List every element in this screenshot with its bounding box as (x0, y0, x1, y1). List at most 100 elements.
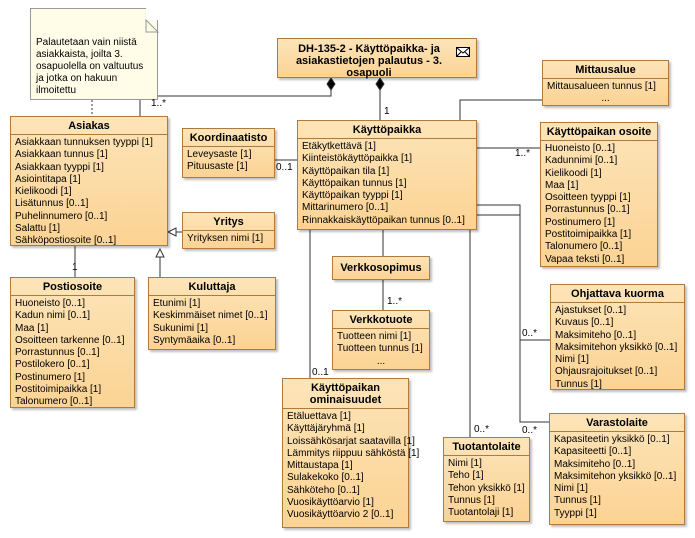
class-kuluttaja[interactable]: Kuluttaja Etunimi [1] Keskimmäiset nimet… (148, 277, 276, 350)
attr: Nimi [1] (555, 354, 589, 366)
attr: Maksimitehon yksikkö [0..1] (554, 470, 677, 482)
class-osoite-attrs: Huoneisto [0..1] Kadunnimi [0..1] Kielik… (541, 141, 657, 268)
class-postiosoite-attrs: Huoneisto [0..1] Kadun nimi [0..1] Maa [… (11, 296, 134, 411)
class-mittausalue-attrs: Mittausalueen tunnus [1] ... (543, 79, 668, 108)
attr: Nimi [1] (448, 458, 482, 469)
class-varastolaite-name: Varastolaite (550, 414, 684, 432)
attr: Etäkytkettävä [1] (302, 141, 376, 152)
class-yritys-name: Yritys (183, 213, 274, 231)
attr: Sukunimi [1] (153, 322, 209, 334)
class-varastolaite[interactable]: Varastolaite Kapasiteetin yksikkö [0..1]… (549, 413, 685, 525)
attr: Etäluettava [1] (287, 411, 351, 422)
attr: Pituusaste [1] (187, 161, 248, 173)
attr: Käyttöpaikan tyyppi [1] (302, 190, 403, 202)
mult-kayttopaikka-osoite: 1..* (515, 148, 531, 159)
class-verkkosopimus-name: Verkkosopimus (340, 262, 422, 274)
attr: Porrastunnus [0..1] (15, 347, 100, 359)
attr: Talonumero [0..1] (15, 396, 93, 408)
class-yritys[interactable]: Yritys Yrityksen nimi [1] (182, 212, 275, 249)
attr: Huoneisto [0..1] (545, 143, 616, 154)
note-fold (145, 8, 160, 33)
class-mittausalue[interactable]: Mittausalue Mittausalueen tunnus [1] ... (542, 60, 669, 106)
attr: Postitoimipaikka [1] (545, 229, 632, 241)
attr: Asiakkaan tunnuksen tyyppi [1] (15, 137, 153, 148)
envelope-icon (456, 44, 470, 62)
attr: Salattu [1] (15, 223, 61, 235)
attr: Vuosikäyttöarvio 2 [0..1] (287, 509, 394, 521)
class-koordinaatisto[interactable]: Koordinaatisto Leveysaste [1] Pituusaste… (182, 128, 275, 178)
attr: Keskimmäiset nimet [0..1] (153, 310, 268, 322)
attr: Tuotteen nimi [1] (337, 331, 412, 342)
mult-asiakas-postiosoite: 1 (72, 262, 78, 273)
attr: Tuotteen tunnus [1] (337, 343, 423, 355)
attr: Postinumero [1] (15, 371, 86, 383)
class-tuotantolaite[interactable]: Tuotantolaite Nimi [1] Teho [1] Tehon yk… (443, 437, 530, 522)
attr: Maa [1] (545, 179, 579, 191)
class-asiakas-attrs: Asiakkaan tunnuksen tyyppi [1] Asiakkaan… (11, 135, 167, 250)
class-varastolaite-attrs: Kapasiteetin yksikkö [0..1] Kapasiteetti… (550, 432, 684, 522)
attr: Ohjausrajoitukset [0..1] (555, 366, 658, 378)
attr: Lisätunnus [0..1] (15, 198, 89, 210)
class-kayttopaikka-attrs: Etäkytkettävä [1] Kiinteistökäyttöpaikka… (298, 139, 476, 229)
mult-kayttopaikka-tuotantolaite: 0..* (474, 424, 490, 435)
attr: Vapaa teksti [0..1] (545, 253, 625, 265)
mult-kayttopaikka-varastolaite: 0..* (522, 425, 538, 436)
attr: Tunnus [1] (554, 495, 601, 507)
attr: Tunnus [1] (555, 378, 602, 390)
attr: Käyttöpaikan tila [1] (302, 165, 390, 177)
attr: Vuosikäyttöarvio [1] (287, 497, 374, 509)
mult-root-kayttopaikka: 1 (384, 106, 390, 117)
attr: Kuvaus [0..1] (555, 317, 614, 329)
class-verkkotuote-name: Verkkotuote (333, 311, 429, 329)
attr: Osoitteen tarkenne [0..1] (15, 334, 125, 346)
mult-kayttopaikka-ohjattava: 0..* (522, 328, 538, 339)
class-tuotantolaite-attrs: Nimi [1] Teho [1] Tehon yksikkö [1] Tunn… (444, 456, 529, 521)
attr-more: ... (376, 355, 386, 367)
mult-verkkosopimus-verkkotuote: 1..* (387, 296, 403, 307)
mult-kayttopaikka-koordinaatisto: 0..1 (276, 162, 293, 173)
attr: Tyyppi [1] (554, 507, 597, 519)
class-asiakas[interactable]: Asiakas Asiakkaan tunnuksen tyyppi [1] A… (10, 116, 168, 246)
class-kayttopaikan-osoite[interactable]: Käyttöpaikan osoite Huoneisto [0..1] Kad… (540, 122, 658, 267)
attr: Teho [1] (448, 470, 484, 482)
class-verkkotuote[interactable]: Verkkotuote Tuotteen nimi [1] Tuotteen t… (332, 310, 430, 370)
class-asiakas-name: Asiakas (11, 117, 167, 135)
root-class[interactable]: DH-135-2 - Käyttöpaikka- ja asiakastieto… (277, 38, 477, 79)
root-title: DH-135-2 - Käyttöpaikka- ja asiakastieto… (295, 43, 443, 79)
attr: Yrityksen nimi [1] (187, 233, 264, 244)
class-kayttopaikka[interactable]: Käyttöpaikka Etäkytkettävä [1] Kiinteist… (297, 120, 477, 230)
mult-kayttopaikka-ominaisuudet: 0..1 (312, 367, 329, 378)
class-ohjattava-name: Ohjattava kuorma (551, 285, 684, 303)
class-osoite-name: Käyttöpaikan osoite (541, 123, 657, 141)
attr: Postinumero [1] (545, 216, 616, 228)
class-kayttopaikan-ominaisuudet[interactable]: Käyttöpaikan ominaisuudet Etäluettava [1… (282, 378, 419, 528)
attr: Tehon yksikkö [1] (448, 482, 525, 494)
class-ohjattava-kuorma[interactable]: Ohjattava kuorma Ajastukset [0..1] Kuvau… (550, 284, 685, 390)
attr: Sulakekoko [0..1] (287, 472, 364, 484)
class-verkkosopimus[interactable]: Verkkosopimus (332, 256, 430, 280)
attr: Kapasiteetin yksikkö [0..1] (554, 434, 670, 445)
class-koordinaatisto-attrs: Leveysaste [1] Pituusaste [1] (183, 147, 274, 176)
class-postiosoite[interactable]: Postiosoite Huoneisto [0..1] Kadun nimi … (10, 277, 135, 408)
attr: Kiinteistökäyttöpaikka [1] (302, 153, 413, 165)
class-ominaisuudet-attrs: Etäluettava [1] Käyttäjäryhmä [1] Loissä… (283, 409, 419, 524)
attr: Käyttäjäryhmä [1] (287, 423, 365, 435)
class-koordinaatisto-name: Koordinaatisto (183, 129, 274, 147)
attr: Porrastunnus [0..1] (545, 204, 630, 216)
attr: Osoitteen tyyppi [1] (545, 192, 631, 204)
attr: Maksimitehon yksikkö [0..1] (555, 341, 678, 353)
attr: Ajastukset [0..1] (555, 305, 627, 316)
attr: Talonumero [0..1] (545, 241, 623, 253)
attr: Käyttöpaikan tunnus [1] (302, 177, 407, 189)
attr: Loissähkösarjat saatavilla [1] (287, 435, 415, 447)
attr: Asiakkaan tyyppi [1] (15, 161, 104, 173)
class-kayttopaikka-name: Käyttöpaikka (298, 121, 476, 139)
attr: Etunimi [1] (153, 298, 201, 309)
class-ohjattava-attrs: Ajastukset [0..1] Kuvaus [0..1] Maksimit… (551, 303, 684, 393)
attr: Puhelinnumero [0..1] (15, 210, 108, 222)
attr: Leveysaste [1] (187, 149, 252, 160)
attr: Mittarinumero [0..1] (302, 202, 389, 214)
class-postiosoite-name: Postiosoite (11, 278, 134, 296)
mult-root-asiakas: 1..* (151, 98, 167, 109)
attr: Maa [1] (15, 322, 49, 334)
